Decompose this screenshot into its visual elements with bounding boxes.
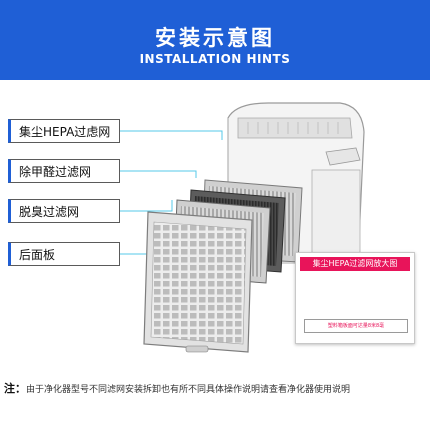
hepa-zoom-inset: 集尘HEPA过滤网放大图 塑料箱板面可达量8米8毫 [295,252,415,344]
header-title-cn: 安装示意图 [155,26,275,50]
inset-caption: 塑料箱板面可达量8米8毫 [304,319,408,333]
header-banner [0,0,430,80]
connector-lines [120,130,223,255]
label-deodor-filter: 脱臭过滤网 [8,199,120,223]
footnote-prefix: 注： [4,382,26,395]
header-title-en: INSTALLATION HINTS [139,52,291,66]
footnote: 注：由于净化器型号不同滤网安装拆卸也有所不同具体操作说明请查看净化器使用说明 [4,380,428,396]
label-hepa-filter: 集尘HEPA过虑网 [8,119,120,143]
footnote-text: 由于净化器型号不同滤网安装拆卸也有所不同具体操作说明请查看净化器使用说明 [26,385,351,395]
back-panel [143,211,253,353]
label-formaldehyde-filter: 除甲醛过滤网 [8,159,120,183]
label-back-panel: 后面板 [8,242,120,266]
inset-title: 集尘HEPA过滤网放大图 [300,257,410,271]
